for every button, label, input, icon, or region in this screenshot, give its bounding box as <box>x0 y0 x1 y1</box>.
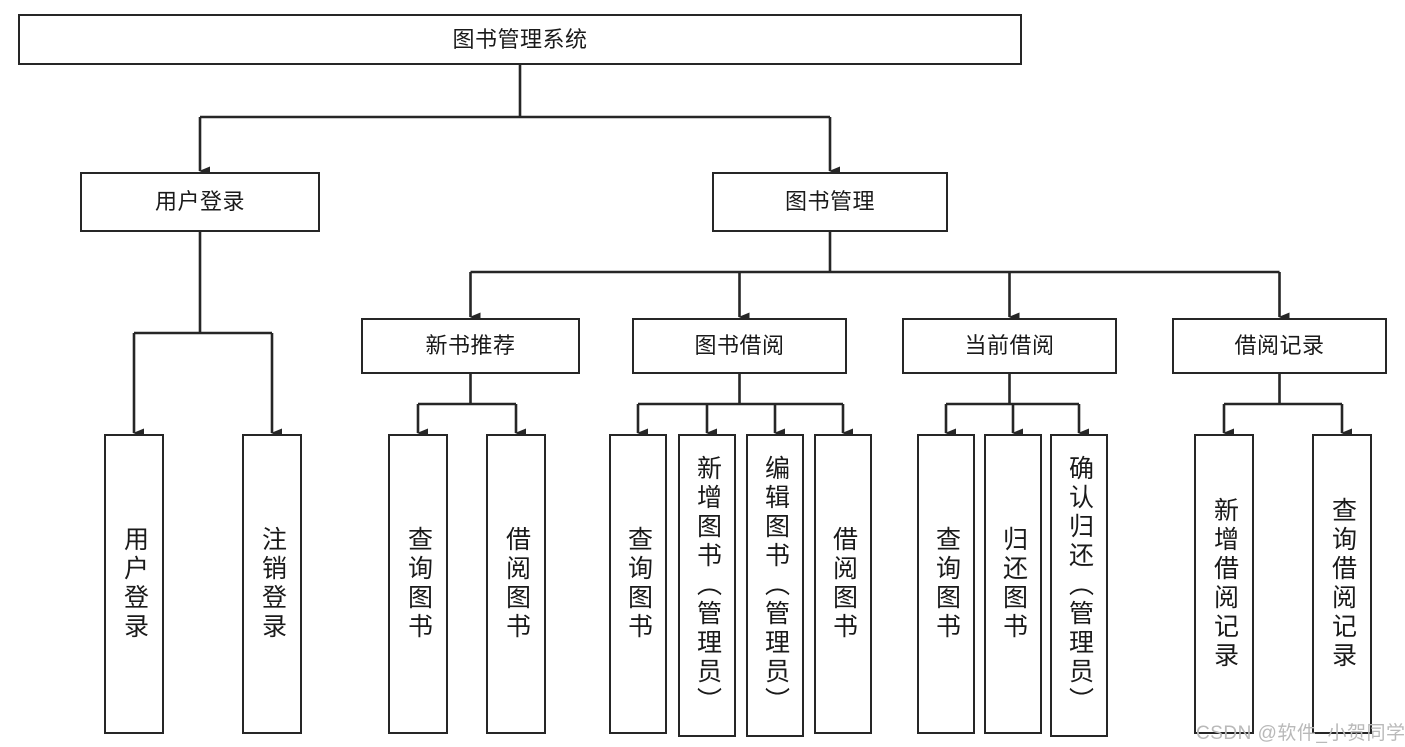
node-leaf-borrow-book-1[interactable]: 借阅图书 <box>486 434 546 734</box>
node-book-manage[interactable]: 图书管理 <box>712 172 948 232</box>
node-label: 查询图书 <box>932 526 961 642</box>
node-label: 当前借阅 <box>964 333 1055 359</box>
node-leaf-logout[interactable]: 注销登录 <box>242 434 302 734</box>
node-borrow-record[interactable]: 借阅记录 <box>1172 318 1387 374</box>
edge-group <box>132 65 1352 438</box>
node-label: 用户登录 <box>120 526 149 642</box>
node-leaf-edit-book[interactable]: 编辑图书（管理员） <box>746 434 804 737</box>
node-leaf-borrow-book-2[interactable]: 借阅图书 <box>814 434 872 734</box>
node-user-login[interactable]: 用户登录 <box>80 172 320 232</box>
node-new-book-rec[interactable]: 新书推荐 <box>361 318 580 374</box>
node-book-borrow[interactable]: 图书借阅 <box>632 318 847 374</box>
node-label: 查询图书 <box>624 526 653 642</box>
node-leaf-query-book-3[interactable]: 查询图书 <box>917 434 975 734</box>
node-leaf-add-record[interactable]: 新增借阅记录 <box>1194 434 1254 734</box>
node-label: 编辑图书（管理员） <box>761 455 790 716</box>
node-label: 归还图书 <box>999 526 1028 642</box>
node-label: 新书推荐 <box>425 333 516 359</box>
node-label: 图书管理系统 <box>452 26 588 52</box>
node-label: 查询图书 <box>404 526 433 642</box>
node-leaf-query-book-1[interactable]: 查询图书 <box>388 434 448 734</box>
node-label: 确认归还（管理员） <box>1065 455 1094 716</box>
node-leaf-confirm-return[interactable]: 确认归还（管理员） <box>1050 434 1108 737</box>
node-leaf-query-book-2[interactable]: 查询图书 <box>609 434 667 734</box>
node-label: 图书借阅 <box>694 333 785 359</box>
node-label: 查询借阅记录 <box>1328 497 1357 671</box>
node-leaf-return-book[interactable]: 归还图书 <box>984 434 1042 734</box>
node-current-borrow[interactable]: 当前借阅 <box>902 318 1117 374</box>
node-root[interactable]: 图书管理系统 <box>18 14 1022 65</box>
node-label: 借阅图书 <box>829 526 858 642</box>
node-label: 新增图书（管理员） <box>693 455 722 716</box>
node-leaf-user-login[interactable]: 用户登录 <box>104 434 164 734</box>
node-label: 注销登录 <box>258 526 287 642</box>
node-label: 新增借阅记录 <box>1210 497 1239 671</box>
node-label: 借阅记录 <box>1234 333 1325 359</box>
watermark-label: CSDN @软件_小贺同学 <box>1196 723 1405 744</box>
node-label: 用户登录 <box>154 189 245 215</box>
node-label: 借阅图书 <box>502 526 531 642</box>
node-label: 图书管理 <box>784 189 875 215</box>
node-leaf-query-record[interactable]: 查询借阅记录 <box>1312 434 1372 734</box>
node-leaf-add-book[interactable]: 新增图书（管理员） <box>678 434 736 737</box>
